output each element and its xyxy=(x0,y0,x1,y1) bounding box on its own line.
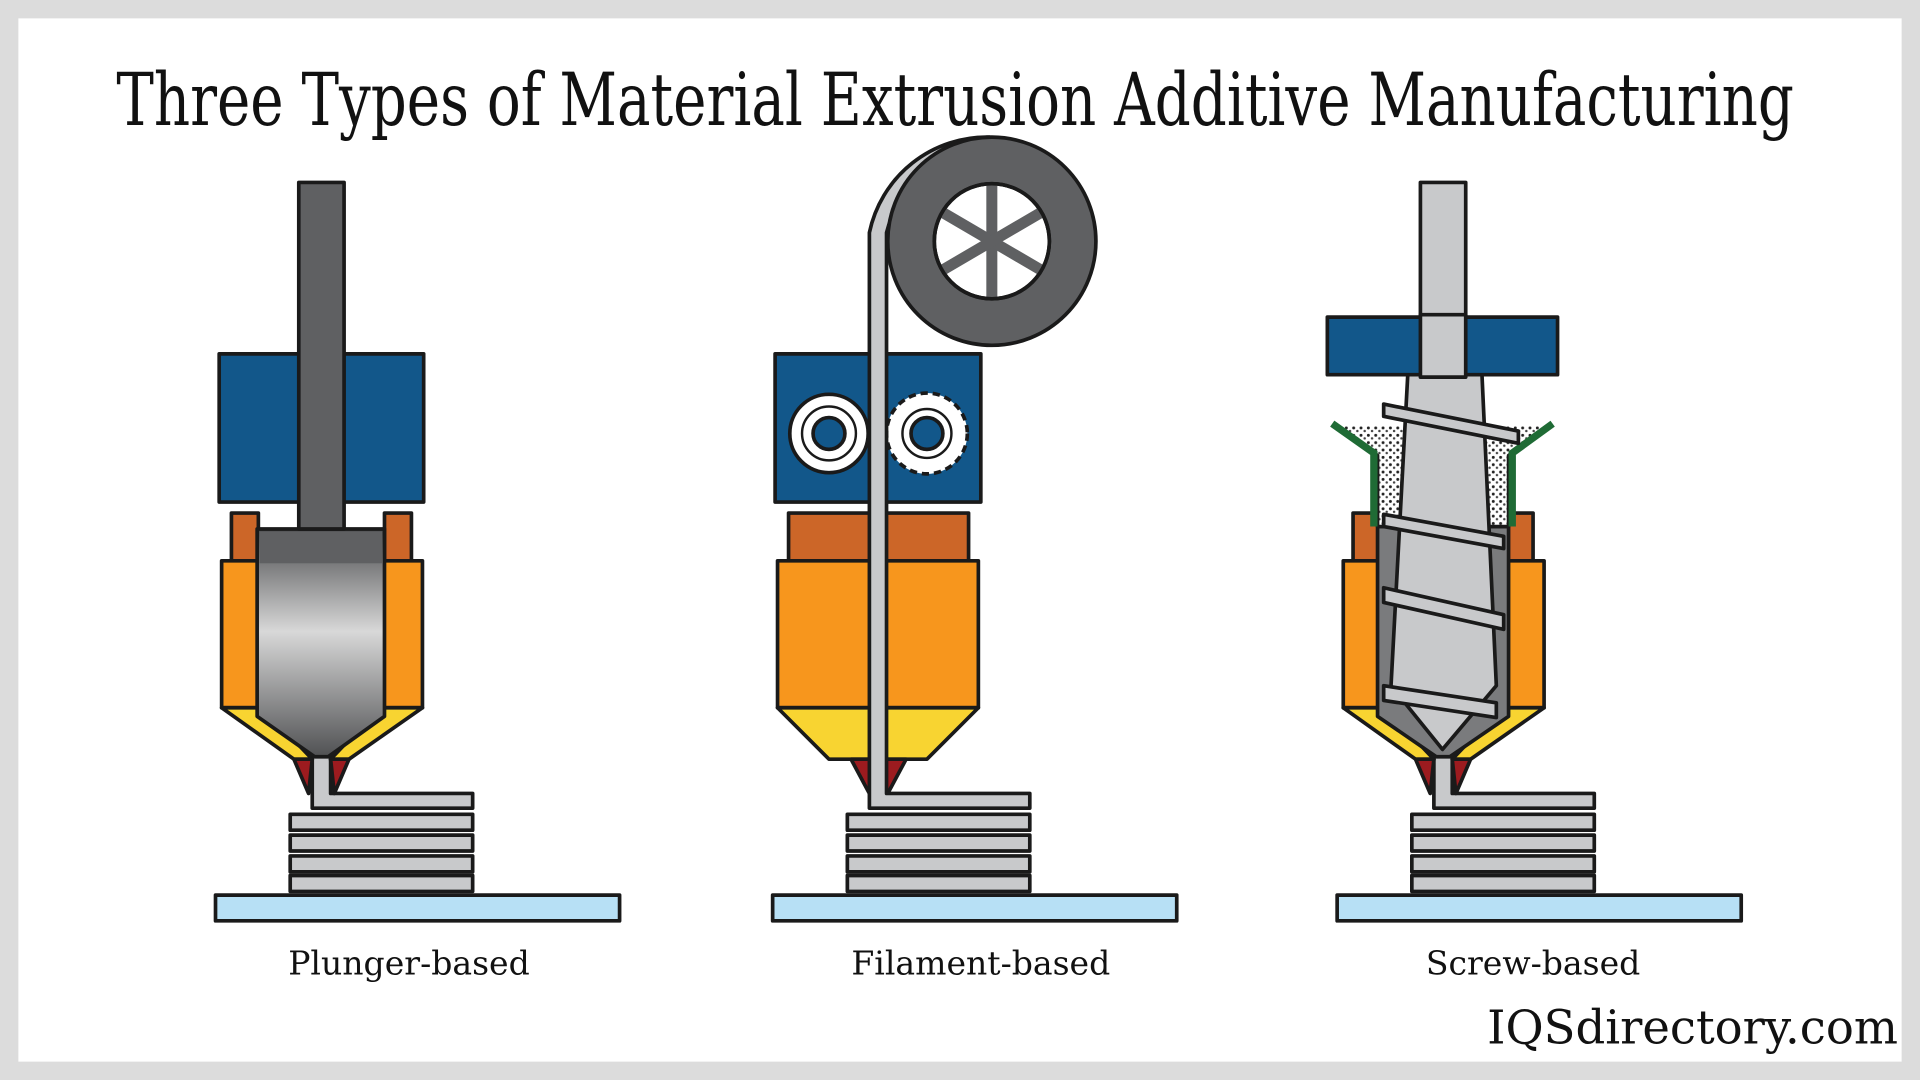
screw-shaft xyxy=(1418,180,1468,321)
material-chamber xyxy=(255,527,387,759)
label-filament: Filament-based xyxy=(851,944,1110,983)
plunger-extruder: Plunger-based xyxy=(213,180,622,983)
idler-roller-icon xyxy=(787,392,870,475)
screw-flights xyxy=(1381,402,1521,720)
filament-extruder: Filament-based xyxy=(770,135,1179,983)
screw-extruder: Screw-based xyxy=(1325,180,1744,983)
printed-layers xyxy=(288,748,475,894)
printed-layers xyxy=(845,812,1032,894)
printed-layers xyxy=(1410,748,1597,894)
tip-left xyxy=(292,757,315,796)
build-plate xyxy=(1335,893,1744,923)
build-plate xyxy=(213,893,622,923)
plunger-rod xyxy=(296,180,346,531)
tip-right xyxy=(328,757,351,796)
filament-spool-icon xyxy=(885,135,1098,348)
drive-gear-icon xyxy=(884,391,970,476)
label-plunger: Plunger-based xyxy=(288,944,530,983)
build-plate xyxy=(770,893,1179,923)
label-screw: Screw-based xyxy=(1426,944,1640,983)
page-title: Three Types of Material Extrusion Additi… xyxy=(116,58,1794,143)
brand-watermark: IQSdirectory.com xyxy=(1487,1000,1898,1054)
